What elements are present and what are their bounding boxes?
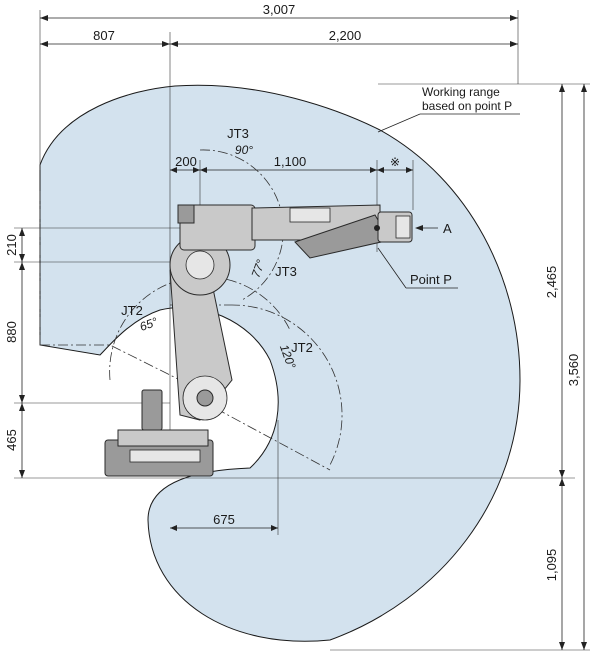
dim-lower-1095: 1,095 — [544, 549, 559, 582]
dim-offset-200: 200 — [175, 154, 197, 169]
working-range-line2: based on point P — [422, 99, 512, 113]
jt3-right-label: JT3 — [275, 264, 297, 279]
jt2-right-label: JT2 — [291, 340, 313, 355]
joint-labels: JT3 90° 77° JT3 JT2 65° JT2 120° — [121, 126, 313, 371]
jt3-top-label: JT3 — [227, 126, 249, 141]
markers: Point P A — [377, 221, 458, 289]
dim-base-675: 675 — [213, 512, 235, 527]
right-dimensions: 2,465 3,560 1,095 — [330, 83, 590, 651]
jt3-right-angle: 77° — [249, 258, 268, 280]
dim-total-width: 3,007 — [263, 2, 296, 17]
point-p-label: Point P — [410, 272, 452, 287]
robot-arm — [104, 204, 413, 477]
note-mark: ※ — [390, 155, 400, 169]
left-dimensions: 210 880 465 — [4, 227, 575, 479]
jt2-left-label: JT2 — [121, 303, 143, 318]
working-range-line1: Working range — [422, 85, 500, 99]
dim-upper-2465: 2,465 — [544, 266, 559, 299]
dim-total-3560: 3,560 — [566, 354, 581, 387]
dim-height-210: 210 — [4, 234, 19, 256]
dim-height-465: 465 — [4, 429, 19, 451]
a-marker-label: A — [443, 221, 452, 236]
base-dimension: 675 — [170, 420, 279, 535]
dim-arm-1100: 1,100 — [274, 154, 307, 169]
arm-dimensions: 200 1,100 ※ — [170, 154, 414, 252]
dim-rear-width: 807 — [93, 28, 115, 43]
dim-height-880: 880 — [4, 321, 19, 343]
jt2-left-angle: 65° — [138, 314, 160, 333]
dim-front-reach: 2,200 — [329, 28, 362, 43]
working-range-note: Working range based on point P — [377, 85, 520, 133]
jt3-top-angle: 90° — [235, 143, 253, 157]
top-dimensions: 3,007 807 2,200 — [39, 2, 519, 470]
